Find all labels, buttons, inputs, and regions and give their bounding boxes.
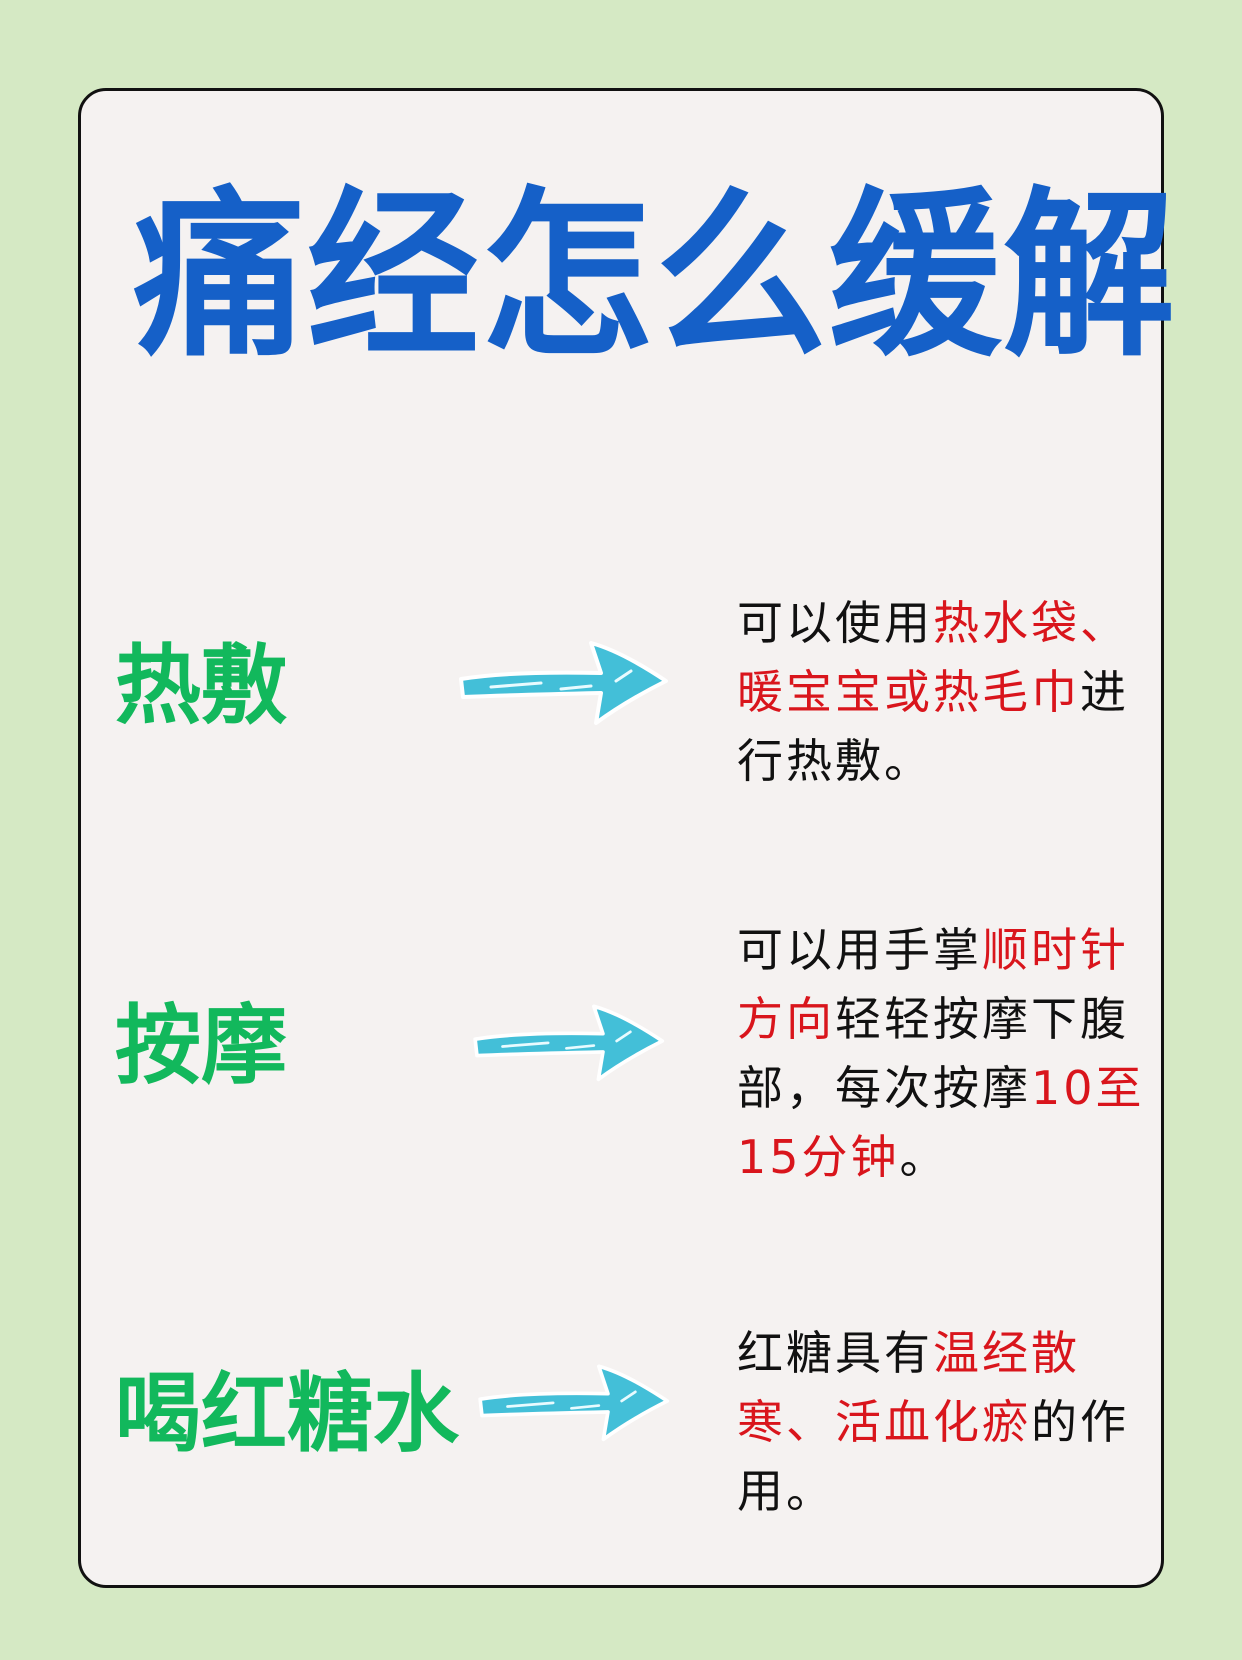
right-arrow-icon — [478, 1364, 670, 1442]
right-arrow-icon — [459, 641, 668, 725]
remedy-label: 热敷 — [115, 636, 287, 736]
remedy-label: 喝红糖水 — [115, 1364, 459, 1464]
right-arrow-icon — [473, 1004, 665, 1082]
remedy-description: 可以用手掌顺时针方向轻轻按摩下腹部，每次按摩10至15分钟。 — [737, 923, 1145, 1184]
remedy-description: 红糖具有温经散寒、活血化瘀的作用。 — [737, 1326, 1129, 1518]
remedy-label: 按摩 — [115, 996, 287, 1096]
content-card: 痛经怎么缓解 热敷 可以使用热水袋、暖宝宝或热毛巾进行热敷。 按摩 可以用手掌顺… — [78, 88, 1175, 1588]
remedy-description: 可以使用热水袋、暖宝宝或热毛巾进行热敷。 — [737, 596, 1129, 788]
page-title: 痛经怎么缓解 — [133, 170, 1177, 382]
